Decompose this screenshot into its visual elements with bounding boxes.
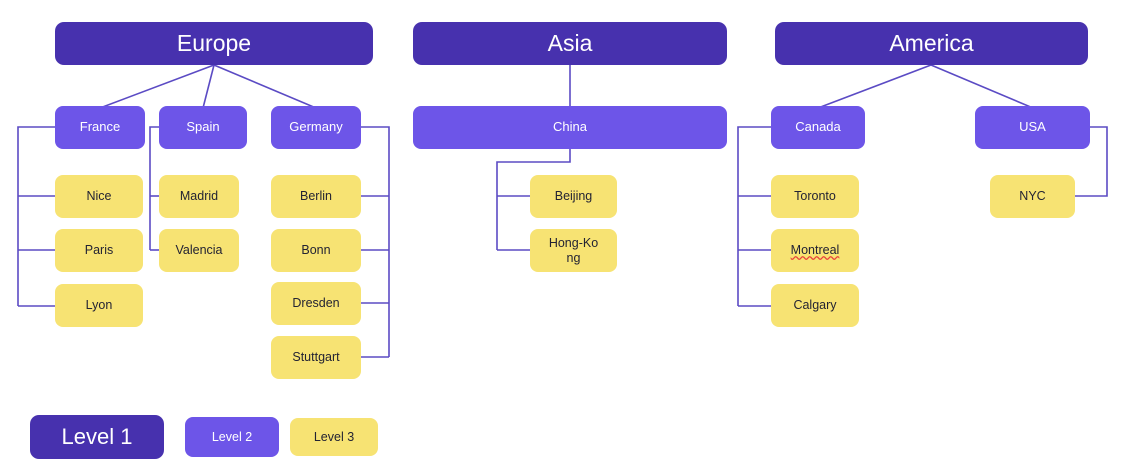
edge-america-usa [930, 64, 1034, 109]
node-hong-kong-label-line1: Hong-Ko [548, 236, 599, 251]
node-spain-label: Spain [186, 119, 220, 135]
edge-germany-trunk [361, 126, 390, 357]
node-paris-label: Paris [84, 243, 114, 258]
edge-canada-trunk [737, 126, 771, 306]
node-toronto[interactable]: Toronto [771, 175, 859, 218]
node-germany-label: Germany [289, 119, 343, 135]
node-nyc[interactable]: NYC [990, 175, 1075, 218]
edge-europe-france [99, 64, 215, 109]
legend-item-level-3-label: Level 3 [313, 429, 355, 444]
node-toronto-label: Toronto [794, 189, 836, 204]
edge-america-canada [817, 64, 932, 109]
node-asia-label: Asia [547, 30, 593, 57]
node-china-label: China [553, 119, 587, 135]
node-stuttgart[interactable]: Stuttgart [271, 336, 361, 379]
node-america-label: America [889, 30, 974, 57]
node-nice[interactable]: Nice [55, 175, 143, 218]
node-lyon-label: Lyon [85, 298, 113, 313]
node-china[interactable]: China [413, 106, 727, 149]
node-nice-label: Nice [86, 189, 112, 204]
node-hong-kong-label-line2: ng [566, 250, 581, 265]
edge-france-trunk [17, 126, 55, 306]
node-germany[interactable]: Germany [271, 106, 361, 149]
node-paris[interactable]: Paris [55, 229, 143, 272]
node-canada[interactable]: Canada [771, 106, 865, 149]
legend-item-level-3[interactable]: Level 3 [290, 418, 378, 456]
node-berlin-label: Berlin [300, 189, 332, 204]
node-valencia-label: Valencia [175, 243, 223, 258]
node-usa-label: USA [1019, 119, 1046, 135]
node-lyon[interactable]: Lyon [55, 284, 143, 327]
node-spain[interactable]: Spain [159, 106, 247, 149]
node-valencia[interactable]: Valencia [159, 229, 239, 272]
node-nyc-label: NYC [1019, 189, 1046, 204]
node-beijing[interactable]: Beijing [530, 175, 617, 218]
edge-europe-germany [213, 64, 317, 109]
edge-europe-spain [202, 64, 215, 109]
node-america[interactable]: America [775, 22, 1088, 65]
node-dresden[interactable]: Dresden [271, 282, 361, 325]
node-asia[interactable]: Asia [413, 22, 727, 65]
legend-item-level-1-label: Level 1 [61, 424, 133, 450]
node-canada-label: Canada [795, 119, 841, 135]
node-dresden-label: Dresden [292, 296, 340, 311]
node-calgary-label: Calgary [793, 298, 837, 313]
legend-item-level-1[interactable]: Level 1 [30, 415, 164, 459]
node-france[interactable]: France [55, 106, 145, 149]
node-beijing-label: Beijing [554, 189, 593, 204]
node-europe-label: Europe [176, 30, 252, 57]
node-usa[interactable]: USA [975, 106, 1090, 149]
legend-item-level-2[interactable]: Level 2 [185, 417, 279, 457]
node-stuttgart-label: Stuttgart [292, 350, 340, 365]
node-montreal-label: Montreal [790, 243, 840, 258]
node-europe[interactable]: Europe [55, 22, 373, 65]
node-montreal[interactable]: Montreal [771, 229, 859, 272]
node-hong-kong[interactable]: Hong-Ko ng [530, 229, 617, 272]
node-madrid[interactable]: Madrid [159, 175, 239, 218]
node-bonn[interactable]: Bonn [271, 229, 361, 272]
edge-spain-trunk [149, 126, 159, 250]
node-france-label: France [79, 119, 121, 135]
node-madrid-label: Madrid [179, 189, 219, 204]
node-bonn-label: Bonn [301, 243, 331, 258]
node-berlin[interactable]: Berlin [271, 175, 361, 218]
node-calgary[interactable]: Calgary [771, 284, 859, 327]
legend-item-level-2-label: Level 2 [211, 429, 253, 444]
